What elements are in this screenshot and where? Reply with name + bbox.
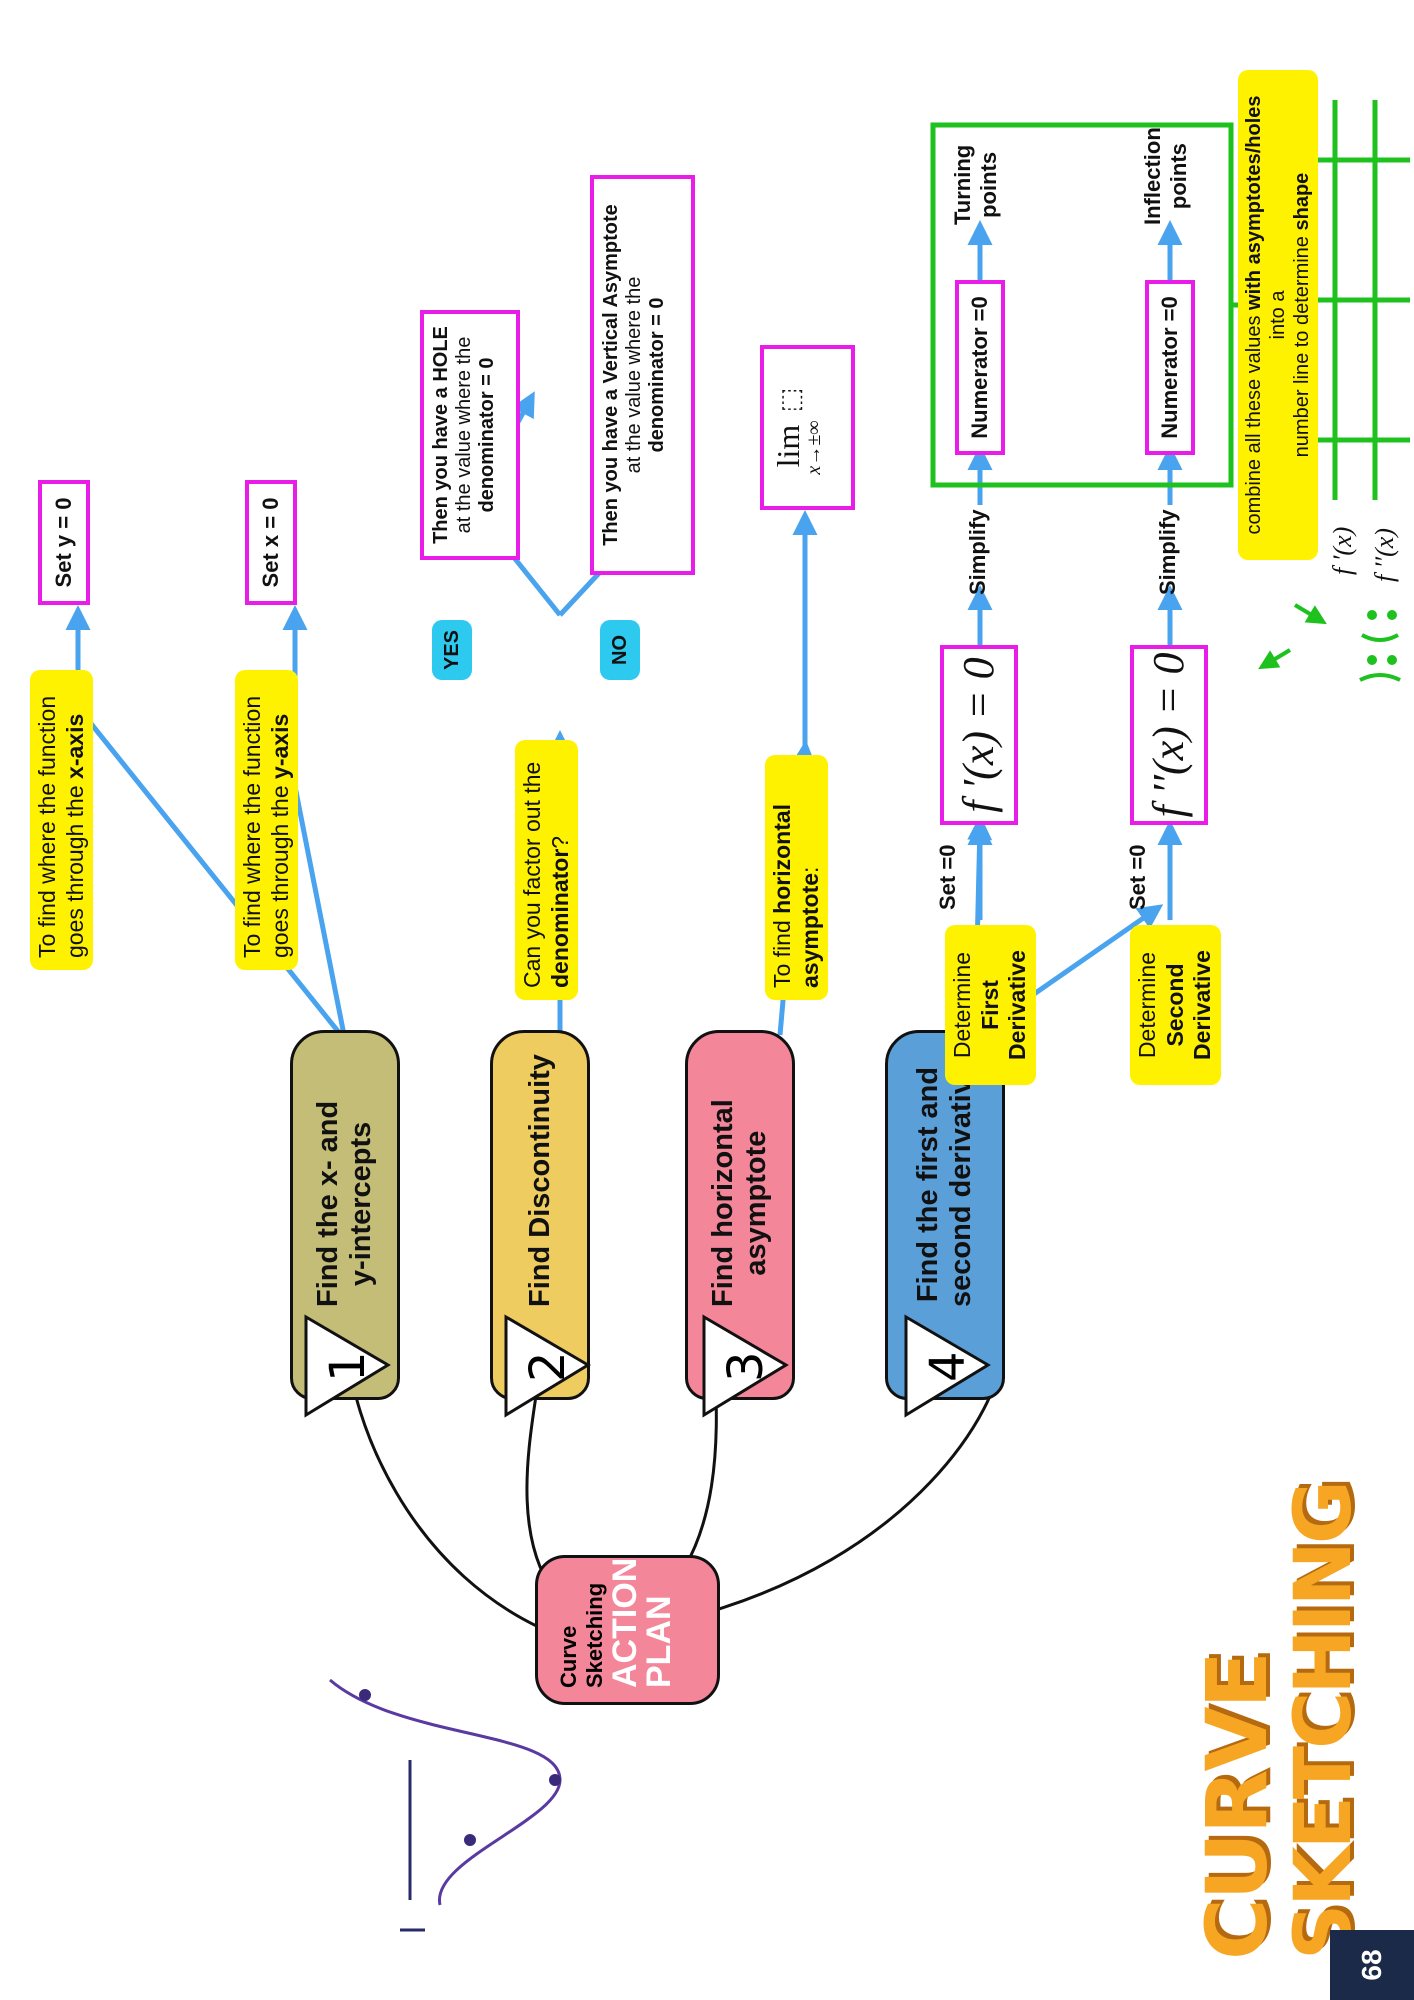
- first-b1: First: [976, 980, 1003, 1030]
- set-x-zero-box: Set x = 0: [245, 480, 297, 605]
- fp-arrows-icon: [1258, 603, 1327, 670]
- step-4-triangle: [904, 1314, 991, 1418]
- step-4-number: 4: [920, 1351, 976, 1382]
- question-line1: Can you factor out the: [519, 761, 545, 988]
- numerator-second-box: Numerator =0: [1145, 280, 1195, 455]
- turning-2: points: [976, 151, 1001, 218]
- placeholder-icon: ⬚: [775, 387, 805, 413]
- logo: CURVE: [1188, 1653, 1286, 1960]
- hole-box: Then you have a HOLE at the value where …: [420, 310, 520, 560]
- center-line1: Curve: [556, 1625, 581, 1688]
- inflection-1: Inflection: [1140, 127, 1165, 225]
- simplify-first: Simplify: [965, 509, 990, 595]
- inflection-points: Inflection points: [1140, 127, 1192, 225]
- simplify-second: Simplify: [1155, 509, 1180, 595]
- y-note-line2: goes through the: [266, 778, 293, 958]
- x-axis-note: To find where the function goes through …: [30, 670, 94, 970]
- y-note-bold: y-axis: [266, 713, 293, 779]
- fp-label: f ′(x): [1328, 526, 1357, 575]
- step-1-title-1: Find the x- and: [312, 1100, 344, 1307]
- step-3-title-2: asymptote: [740, 1130, 772, 1276]
- hole-line1: Then you have a HOLE: [430, 326, 452, 544]
- logo-second: SKETCHING: [1279, 1483, 1369, 1960]
- combine-pre: combine all these values: [1243, 309, 1265, 535]
- numerator-first-box: Numerator =0: [955, 280, 1005, 455]
- combine-bold: with asymptotes/holes: [1243, 95, 1265, 310]
- step-2-title: Find Discontinuity: [523, 1054, 556, 1307]
- step-4-title-2: second derivative: [945, 1062, 977, 1307]
- combine-line2: number line to determine: [1291, 230, 1313, 458]
- turning-points: Turning points: [950, 145, 1002, 225]
- va-line3: denominator = 0: [646, 297, 668, 453]
- fprime-eq-box: f ′(x) = 0: [940, 645, 1018, 825]
- set0-first: Set =0: [935, 844, 960, 910]
- y-note-line1: To find where the function: [239, 695, 265, 958]
- step-3-triangle: [702, 1314, 789, 1418]
- step-3-title-1: Find horizontal: [707, 1099, 739, 1307]
- combine-mid: into a: [1267, 290, 1289, 340]
- question-end: ?: [546, 835, 573, 849]
- inflection-2: points: [1166, 143, 1191, 210]
- hole-line2: at the value where the: [453, 336, 475, 534]
- logo-curve-icon: [329, 1678, 562, 1932]
- second-b2: Derivative: [1189, 950, 1216, 1060]
- combine-note: combine all these values with asymptotes…: [1238, 70, 1318, 560]
- combine-shape: shape: [1291, 172, 1313, 231]
- page-number: 68: [1330, 1930, 1414, 2000]
- fdoubleprime-eq-box: f ′′(x) = 0: [1130, 645, 1208, 825]
- lim-sub: x→±∞: [803, 420, 825, 475]
- fpp-label: f ′′(x): [1370, 528, 1399, 582]
- second-derivative-note: Determine Second Derivative: [1130, 925, 1221, 1085]
- set-y-zero-box: Set y = 0: [38, 480, 90, 605]
- lim-text: lim: [770, 424, 806, 468]
- yes-badge: YES: [432, 620, 472, 680]
- action-plan-box: Curve Sketching ACTION PLAN: [535, 1555, 720, 1705]
- x-note-line1: To find where the function: [34, 695, 60, 958]
- step-2-number: 2: [520, 1351, 576, 1382]
- step-2-triangle: [504, 1314, 591, 1418]
- x-note-bold: x-axis: [61, 713, 88, 779]
- hole-line3: denominator = 0: [476, 357, 498, 513]
- step-1-title-2: y-intercepts: [345, 1121, 377, 1287]
- va-line1: Then you have a Vertical Asymptote: [600, 204, 622, 546]
- h-note-bold1: horizontal: [769, 803, 795, 914]
- turning-1: Turning: [950, 144, 975, 225]
- h-note-pre: To find: [769, 913, 795, 988]
- vertical-asymptote-box: Then you have a Vertical Asymptote at th…: [590, 175, 695, 575]
- second-b1: Second: [1161, 963, 1188, 1047]
- center-line3: ACTION: [606, 1557, 644, 1688]
- factor-question: Can you factor out the denominator?: [515, 740, 579, 1000]
- first-b2: Derivative: [1004, 950, 1031, 1060]
- question-bold: denominator: [546, 848, 573, 988]
- step-1-triangle: [304, 1314, 391, 1418]
- no-badge: NO: [600, 620, 640, 680]
- horizontal-note: To find horizontal asymptote:: [765, 755, 829, 1000]
- step-1-number: 1: [320, 1351, 376, 1382]
- step-4-title-1: Find the first and: [912, 1066, 944, 1303]
- set0-second: Set =0: [1125, 844, 1150, 910]
- logo-word2: SKETCHING: [1279, 1483, 1369, 1960]
- logo-word1: CURVE: [1188, 1653, 1286, 1960]
- y-axis-note: To find where the function goes through …: [235, 670, 299, 970]
- h-note-end: :: [796, 866, 823, 873]
- h-note-bold2: asymptote: [796, 872, 823, 988]
- center-line2: Sketching: [582, 1582, 607, 1688]
- fpp-faces-icon: [1359, 610, 1401, 682]
- second-pre: Determine: [1134, 951, 1160, 1059]
- number-lines: [1300, 100, 1410, 500]
- first-pre: Determine: [949, 951, 975, 1059]
- step-3-number: 3: [718, 1351, 774, 1382]
- turning-inflection-box: [930, 122, 1234, 488]
- first-derivative-note: Determine First Derivative: [945, 925, 1036, 1085]
- limit-box: lim ⬚ x→±∞: [760, 345, 855, 510]
- center-line4: PLAN: [640, 1595, 678, 1688]
- x-note-line2: goes through the: [61, 778, 88, 958]
- va-line2: at the value where the: [623, 276, 645, 474]
- step-number-triangles: [304, 1314, 991, 1418]
